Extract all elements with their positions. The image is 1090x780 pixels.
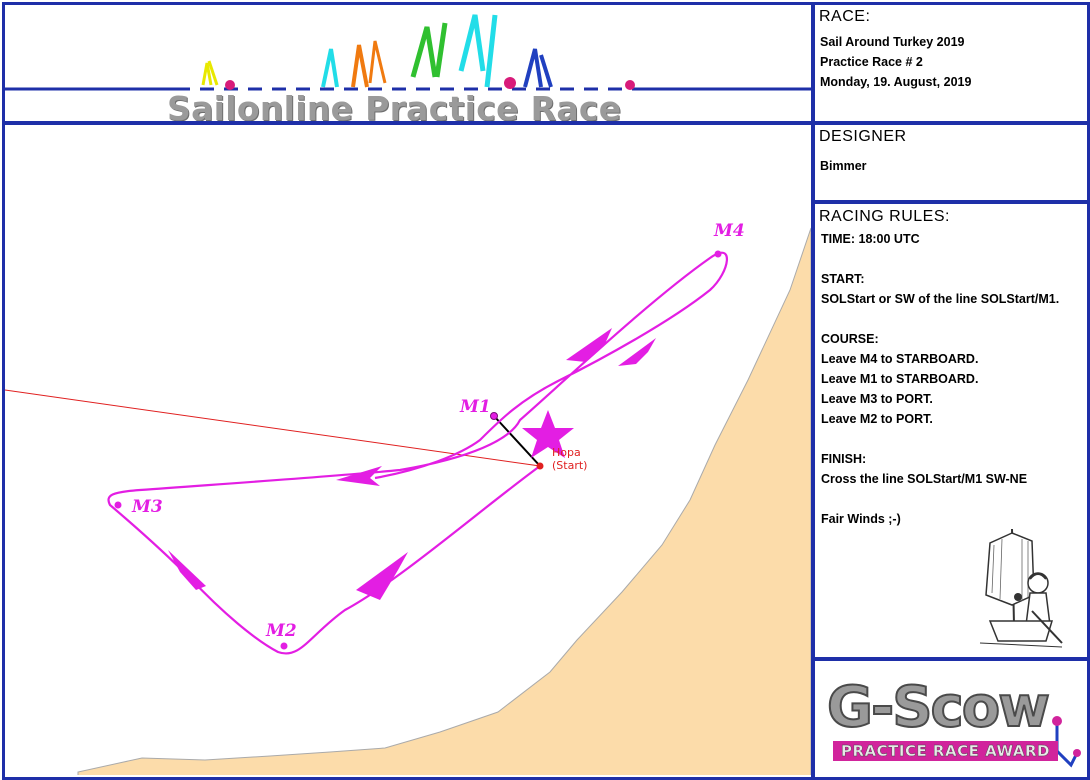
award-logo: G-Scow [826,674,1051,741]
mark-m3-label: M3 [131,497,163,517]
spacer [815,489,1085,509]
designer-name: Bimmer [820,159,867,173]
designer-panel: DESIGNER Bimmer [815,128,1085,176]
designer-divider [811,200,1087,204]
award-badge: G-Scow PRACTICE RACE AWARD [815,661,1083,773]
rules-divider [811,657,1087,661]
mark-m1-label: M1 [459,397,491,417]
award-subtitle: PRACTICE RACE AWARD [833,741,1058,761]
course-map-svg: M1 M2 M3 M4 Hopa (Start) [5,221,811,775]
course-route [107,251,728,655]
rules-course-item: Leave M1 to STARBOARD. [821,372,979,386]
race-heading: RACE: [819,8,871,25]
rules-heading: RACING RULES: [819,208,950,225]
start-bearing-line [5,389,541,467]
race-name: Sail Around Turkey 2019 [820,35,965,49]
start-dot [536,462,544,470]
spacer [815,429,1085,449]
header-title: Sailonline Practice Race [167,89,622,121]
header-divider [2,121,814,125]
rules-finish-heading: FINISH: [821,452,867,466]
start-finish-line [493,415,541,467]
rules-finish-text: Cross the line SOLStart/M1 SW-NE [821,472,1028,486]
race-divider [811,121,1087,125]
mark-m4-label: M4 [713,221,745,241]
rules-course-item: Leave M2 to PORT. [821,412,933,426]
mark-m2-dot [280,642,288,650]
sailor-cartoon-icon [979,528,1063,648]
race-panel: RACE: Sail Around Turkey 2019 Practice R… [815,8,1085,92]
rules-start-heading: START: [821,272,865,286]
start-label-name: Hopa [552,446,581,459]
rules-panel: RACING RULES: TIME: 18:00 UTC START: SOL… [815,208,1085,529]
course-arrows [168,328,656,600]
spacer [815,309,1085,329]
mark-m2-label: M2 [265,621,297,641]
rules-course-heading: COURSE: [821,332,879,346]
start-label-sub: (Start) [552,459,587,472]
award-connector-icon [1052,716,1081,768]
designer-heading: DESIGNER [819,128,907,145]
rules-course-item: Leave M3 to PORT. [821,392,933,406]
sidebar-divider [811,2,815,778]
rules-closing: Fair Winds ;-) [821,512,901,526]
mark-m4-dot [714,250,722,258]
mark-m1-dot [490,412,498,420]
sails-graphic [5,14,811,91]
start-star-icon [522,410,574,458]
land-coast [77,227,811,775]
race-subtitle: Practice Race # 2 [820,55,923,69]
course-map[interactable]: M1 M2 M3 M4 Hopa (Start) [5,125,811,775]
race-date: Monday, 19. August, 2019 [820,75,972,89]
rules-start-text: SOLStart or SW of the line SOLStart/M1. [821,292,1060,306]
mark-m3-dot [114,501,122,509]
rules-time: TIME: 18:00 UTC [821,232,920,246]
spacer [815,249,1085,269]
header-banner: Sailonline Practice Race [5,5,811,121]
rules-course-item: Leave M4 to STARBOARD. [821,352,979,366]
